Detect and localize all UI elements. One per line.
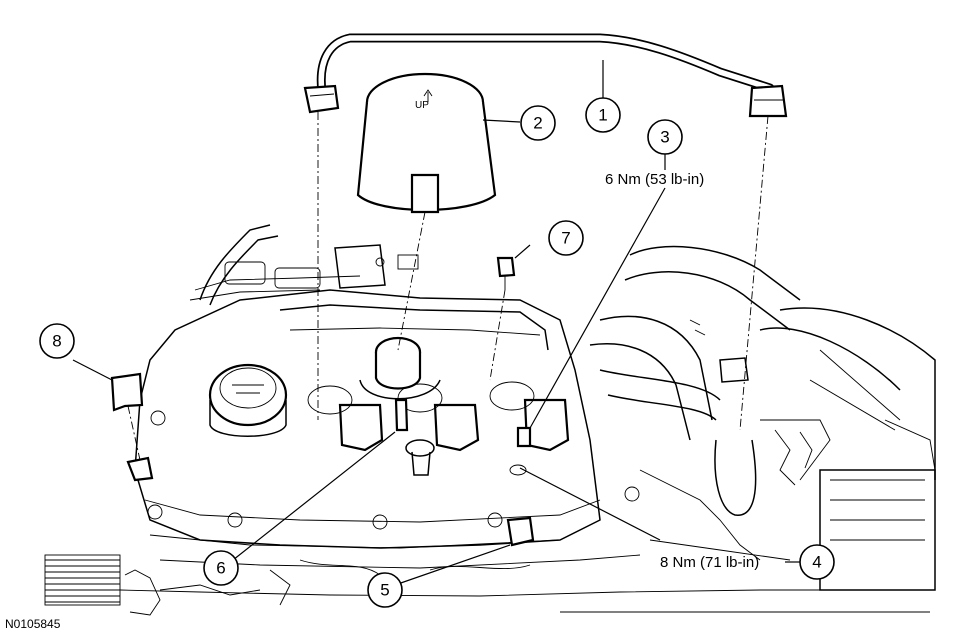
callout-8: 8 bbox=[39, 323, 75, 359]
engine-cover: UP bbox=[356, 72, 497, 214]
sensor-5 bbox=[506, 516, 535, 547]
pcv-tube bbox=[303, 33, 788, 118]
callout-5: 5 bbox=[367, 572, 403, 608]
callout-1: 1 bbox=[585, 97, 621, 133]
sensor-6 bbox=[394, 398, 409, 432]
sensor-7 bbox=[496, 256, 516, 290]
callout-6: 6 bbox=[203, 550, 239, 586]
svg-text:4: 4 bbox=[812, 553, 821, 572]
heat-shield bbox=[44, 554, 121, 606]
svg-text:7: 7 bbox=[561, 229, 570, 248]
bracket-8 bbox=[110, 372, 154, 482]
svg-text:5: 5 bbox=[380, 581, 389, 600]
leader-lines bbox=[72, 60, 800, 586]
callout-3: 3 bbox=[647, 119, 683, 155]
callout-4: 4 bbox=[799, 544, 835, 580]
air-cleaner-housing bbox=[759, 307, 936, 591]
sensor-bolt bbox=[509, 426, 532, 476]
illustration-reference-code: N0105845 bbox=[5, 617, 61, 631]
torque-spec-item-3: 6 Nm (53 lb-in) bbox=[605, 171, 704, 188]
svg-text:3: 3 bbox=[660, 128, 669, 147]
svg-text:6: 6 bbox=[216, 559, 225, 578]
callout-2: 2 bbox=[520, 105, 556, 141]
valve-cover-bolts bbox=[147, 410, 640, 530]
svg-text:1: 1 bbox=[598, 106, 607, 125]
cover-up-marking: UP bbox=[415, 100, 429, 111]
svg-text:8: 8 bbox=[52, 332, 61, 351]
callout-7: 7 bbox=[548, 220, 584, 256]
ignition-coils bbox=[307, 381, 570, 452]
intake-tube bbox=[589, 245, 801, 441]
torque-spec-item-4: 8 Nm (71 lb-in) bbox=[660, 554, 759, 571]
engine-assembly bbox=[44, 224, 936, 616]
svg-text:2: 2 bbox=[533, 114, 542, 133]
